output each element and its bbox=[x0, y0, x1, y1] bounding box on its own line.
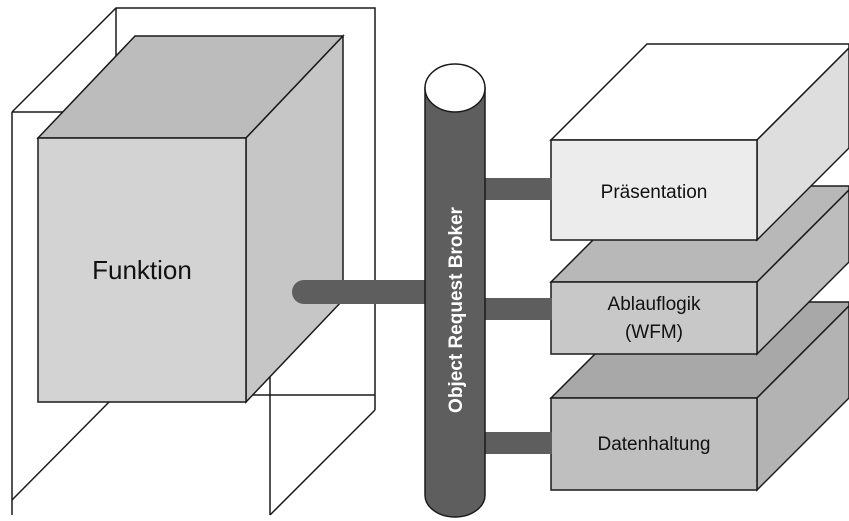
broker-data-connector bbox=[485, 432, 552, 454]
broker-cylinder-body bbox=[424, 87, 486, 518]
broker-label: Object Request Broker bbox=[446, 206, 467, 412]
broker-cylinder-top bbox=[424, 63, 486, 113]
layer-data-label: Datenhaltung bbox=[597, 434, 710, 455]
function-label: Funktion bbox=[92, 255, 192, 285]
layer-workflow-front bbox=[550, 281, 758, 355]
function-cube-front bbox=[37, 137, 247, 403]
broker-presentation-connector bbox=[485, 178, 552, 200]
function-cube bbox=[36, 34, 345, 404]
object-request-broker-cylinder: Object Request Broker bbox=[424, 63, 486, 518]
layer-workflow-label-line2: (WFM) bbox=[625, 322, 683, 343]
layer-presentation-box bbox=[549, 43, 849, 242]
layer-presentation-front bbox=[550, 139, 758, 241]
layer-workflow-label-line1: Ablauflogik bbox=[608, 294, 701, 315]
layer-data-front bbox=[550, 397, 758, 491]
layer-presentation-label: Präsentation bbox=[601, 182, 708, 203]
broker-workflow-connector bbox=[485, 298, 552, 320]
function-broker-connector bbox=[292, 280, 430, 304]
